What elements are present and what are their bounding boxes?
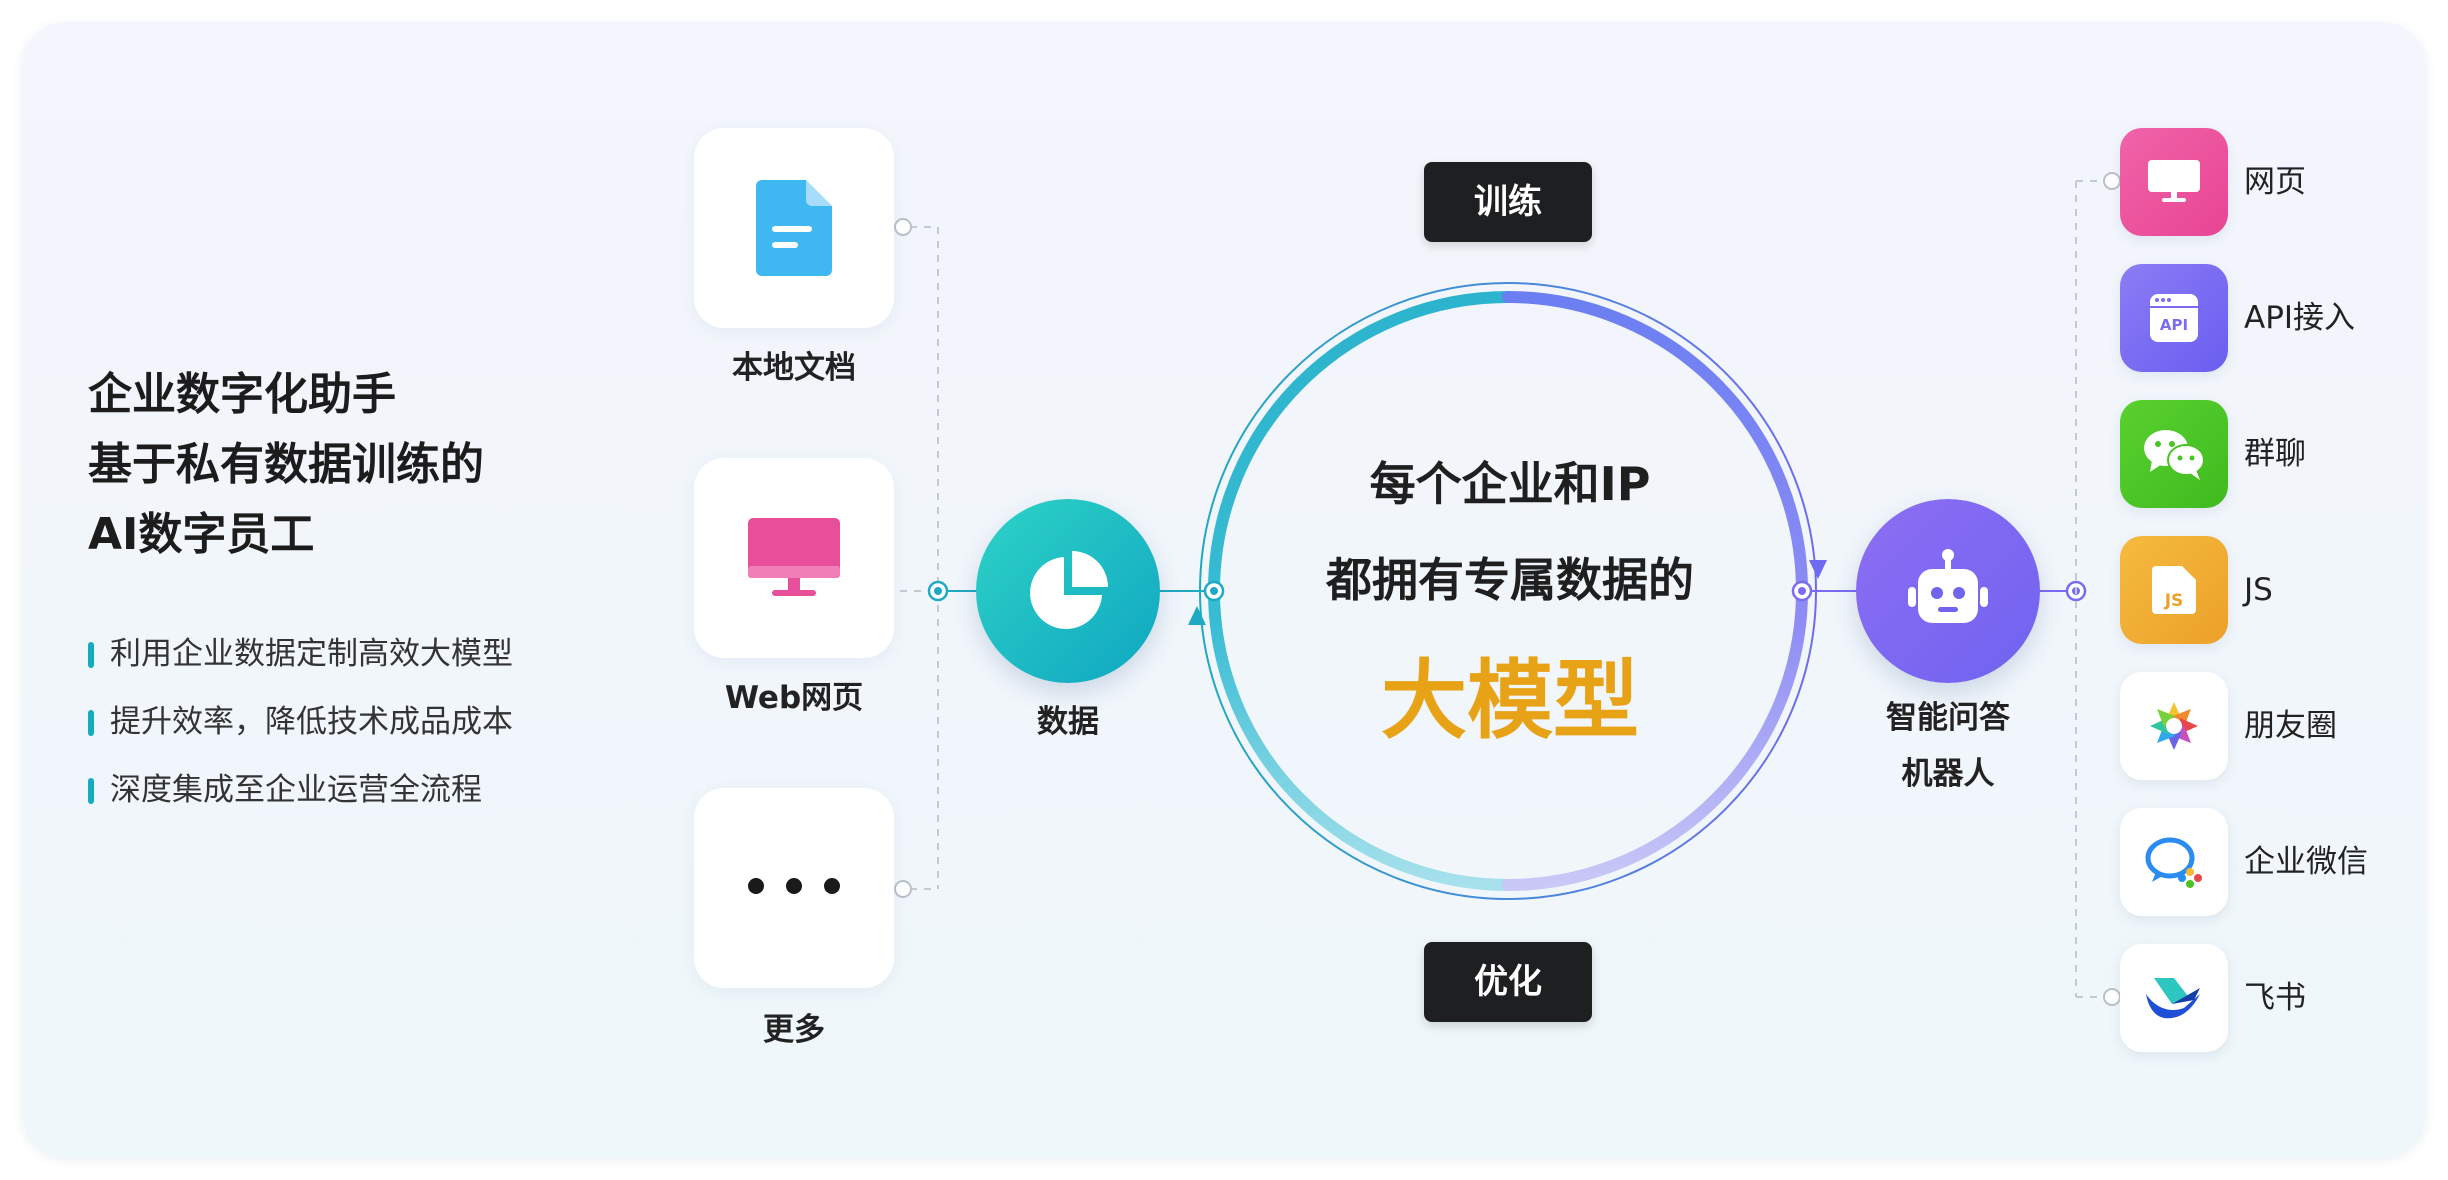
source-label: Web网页 [724, 680, 864, 716]
bot-node [1856, 499, 2040, 683]
feature-list: 利用企业数据定制高效大模型 提升效率，降低技术成品成本 深度集成至企业运营全流程 [88, 620, 513, 824]
svg-text:JS: JS [2164, 591, 2184, 611]
api-icon: API [2150, 294, 2198, 342]
feishu-icon [2146, 978, 2200, 1019]
feature-item: 提升效率，降低技术成品成本 [88, 688, 513, 756]
channel-moments[interactable] [2120, 672, 2228, 780]
center-highlight: 大模型 [1381, 651, 1639, 751]
center-line-1: 每个企业和IP [1369, 457, 1651, 511]
source-card-local-doc [694, 128, 894, 328]
source-card-more [694, 788, 894, 988]
optimize-pill: 优化 [1424, 942, 1592, 1022]
channel-label: 朋友圈 [2244, 708, 2337, 744]
right-dashed-bracket [2075, 180, 2104, 998]
channel-group-chat[interactable] [2120, 400, 2228, 508]
monitor-icon [748, 518, 840, 596]
source-label: 本地文档 [732, 350, 856, 386]
channel-wecom[interactable] [2120, 808, 2228, 916]
moments-icon [2150, 702, 2198, 750]
bot-label-line: 机器人 [1901, 756, 1995, 792]
title-line: 企业数字化助手 [88, 369, 396, 420]
title-line: AI数字员工 [88, 509, 315, 560]
page-title: 企业数字化助手 基于私有数据训练的 AI数字员工 [88, 360, 484, 570]
channel-feishu[interactable] [2120, 944, 2228, 1052]
ring-arrow-right [1809, 560, 1827, 579]
pie-chart-icon [1030, 551, 1108, 629]
channel-js[interactable]: JS [2120, 536, 2228, 644]
robot-icon [1908, 549, 1988, 623]
svg-text:API: API [2160, 316, 2188, 334]
title-line: 基于私有数据训练的 [88, 439, 484, 490]
channel-label: 飞书 [2244, 980, 2306, 1016]
document-icon [756, 180, 832, 276]
bot-label-line: 智能问答 [1886, 700, 2010, 736]
channel-label: API接入 [2244, 300, 2356, 336]
left-dashed-bracket [910, 226, 939, 890]
bot-node-label: 智能问答 机器人 [1848, 690, 2048, 802]
wecom-icon [2145, 837, 2202, 888]
more-dots-icon [748, 876, 840, 896]
center-line-2: 都拥有专属数据的 [1326, 553, 1694, 607]
train-pill: 训练 [1424, 162, 1592, 242]
source-card-web [694, 458, 894, 658]
js-icon: JS [2152, 566, 2196, 614]
feature-item: 深度集成至企业运营全流程 [88, 756, 513, 824]
channel-label: 网页 [2244, 164, 2306, 200]
channel-api[interactable]: API [2120, 264, 2228, 372]
channel-label: 群聊 [2244, 436, 2306, 472]
wechat-icon [2144, 430, 2205, 480]
source-label: 更多 [763, 1012, 825, 1048]
data-node-label: 数据 [1037, 704, 1099, 740]
channel-label: 企业微信 [2244, 844, 2368, 880]
monitor-icon [2148, 160, 2200, 202]
data-node [976, 499, 1160, 683]
ring-arrow-left [1188, 606, 1206, 625]
feature-item: 利用企业数据定制高效大模型 [88, 620, 513, 688]
channel-web[interactable] [2120, 128, 2228, 236]
channel-label: JS [2244, 572, 2273, 608]
